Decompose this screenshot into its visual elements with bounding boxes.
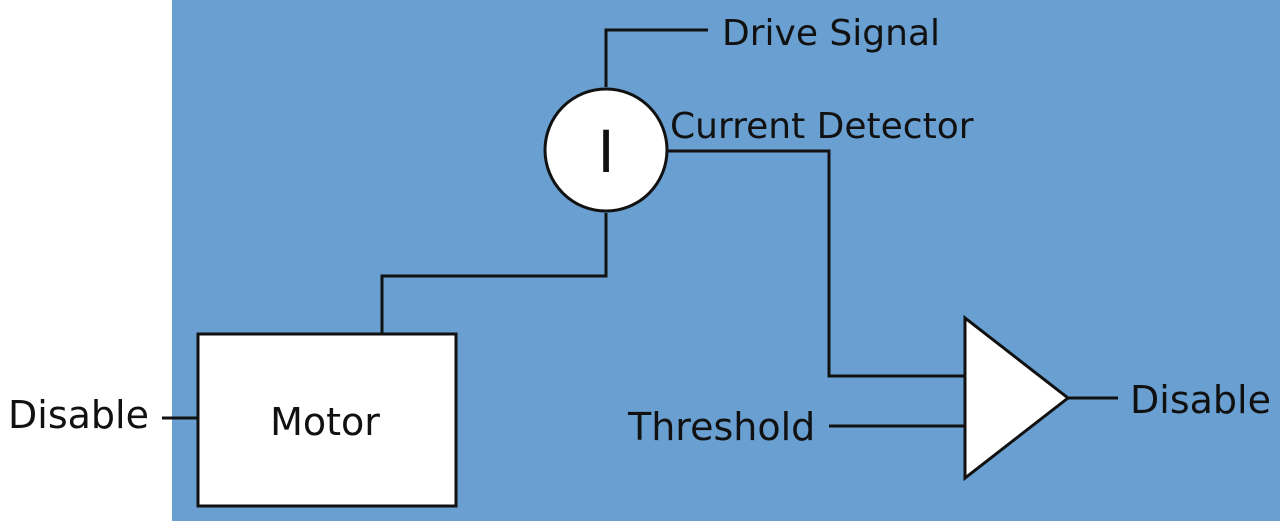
current-detector-symbol: I (597, 118, 614, 186)
drive-signal-wire (604, 28, 708, 87)
current-detector-label: Current Detector (670, 106, 974, 147)
detector-to-comparator-wire (666, 149, 965, 378)
comparator-triangle-icon (963, 314, 1071, 482)
threshold-label: Threshold (627, 405, 815, 449)
drive-signal-label: Drive Signal (722, 13, 940, 54)
motor-label: Motor (270, 400, 380, 444)
detector-to-motor-wire (380, 213, 608, 334)
current-sensor-icon: I (543, 87, 669, 213)
disable-output-label: Disable (1130, 378, 1271, 422)
left-margin (0, 0, 172, 521)
disable-input-label: Disable (8, 393, 149, 437)
motor-block (196, 332, 458, 508)
current-detector-circle (543, 87, 669, 213)
